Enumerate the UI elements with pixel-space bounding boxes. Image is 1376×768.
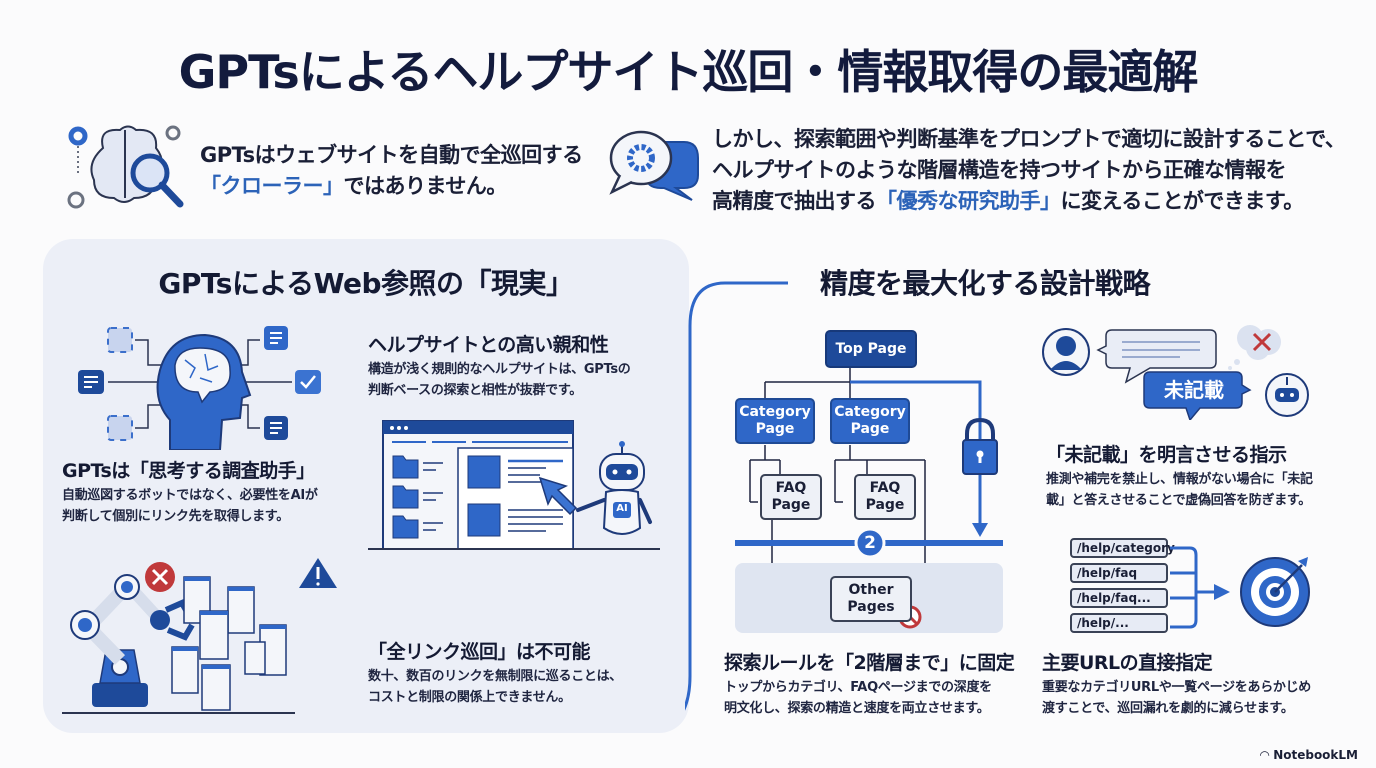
- placeholder-icon: [107, 327, 133, 353]
- brand-label: NotebookLM: [1273, 748, 1358, 762]
- browser-robot-illustration: [368, 420, 660, 550]
- unrecorded-body-2: 載」と答えさせることで虚偽回答を防ぎます。: [1046, 493, 1312, 508]
- gear-icon: [68, 126, 88, 146]
- connector-bracket: [685, 281, 788, 711]
- assistant-section: GPTsは「思考する調査助手」 自動巡図するボットではなく、必要性をAIが 判断…: [62, 456, 318, 527]
- depth-rule-heading: 探索ルールを「2階層まで」に固定: [724, 652, 1015, 674]
- robot-arm-icon: [70, 574, 195, 707]
- affinity-body-2: 判断ベースの探索と相性が抜群です。: [368, 383, 582, 398]
- notebooklm-brand: ◠NotebookLM: [1260, 748, 1358, 762]
- brain-search-icon: [67, 125, 184, 209]
- faq-page-node-2: FAQ Page: [854, 474, 916, 520]
- depth-rule-body-1: トップからカテゴリ、FAQページまでの深度を: [724, 680, 992, 695]
- direct-url-heading: 主要URLの直接指定: [1042, 652, 1213, 674]
- all-links-body-2: コストと制限の関係上できません。: [368, 690, 571, 705]
- reality-panel-title: GPTsによるWeb参照の「現実」: [158, 267, 574, 300]
- affinity-section: ヘルプサイトとの高い親和性 構造が浅く規則的なヘルプサイトは、GPTsの 判断ベ…: [368, 330, 631, 401]
- intro-right-text: しかし、探索範囲や判断基準をプロンプトで適切に設計することで、 ヘルプサイトのよ…: [712, 124, 1346, 217]
- depth-rule-section: 探索ルールを「2階層まで」に固定 トップからカテゴリ、FAQページまでの深度を …: [724, 648, 1015, 719]
- depth-rule-body-2: 明文化し、探索の精造と速度を両立させます。: [724, 701, 990, 716]
- robot-arm-illustration: [62, 558, 337, 714]
- intro-left-line1: GPTsはウェブサイトを自動で全巡回する: [200, 143, 583, 167]
- folder-icon: [392, 455, 419, 479]
- check-icon: [295, 370, 321, 394]
- top-page-node: Top Page: [825, 330, 917, 368]
- assistant-heading: GPTsは「思考する調査助手」: [62, 460, 315, 482]
- all-links-heading: 「全リンク巡回」は不可能: [368, 641, 591, 663]
- all-links-body-1: 数十、数百のリンクを無制限に巡ることは、: [368, 669, 623, 684]
- cross-icon: [1252, 332, 1272, 352]
- gear-icon: [67, 191, 85, 209]
- direct-url-body-2: 渡すことで、巡回漏れを劇的に減らせます。: [1042, 701, 1294, 716]
- thinking-head-illustration: [78, 326, 321, 450]
- robot-ai-badge: AI: [616, 503, 628, 514]
- all-links-section: 「全リンク巡回」は不可能 数十、数百のリンクを無制限に巡ることは、 コストと制限…: [368, 637, 622, 708]
- unrecorded-body-1: 推測や補完を禁止し、情報がない場合に「未記: [1046, 472, 1313, 487]
- folder-icon: [392, 515, 419, 539]
- cursor-icon: [538, 476, 578, 516]
- url-item: /help/...: [1070, 613, 1168, 633]
- placeholder-icon: [107, 415, 133, 441]
- notebooklm-logo-icon: ◠: [1259, 748, 1270, 762]
- answer-bubble: [1143, 371, 1252, 420]
- chat-gear-icon: [609, 130, 699, 201]
- linked-documents-icon: [171, 576, 287, 711]
- strategy-panel-title: 精度を最大化する設計戦略: [820, 267, 1151, 300]
- lock-icon: [962, 417, 998, 475]
- assistant-body-1: 自動巡図するボットではなく、必要性をAIが: [62, 488, 318, 503]
- category-page-node-1: Category Page: [735, 398, 815, 444]
- reality-panel: [43, 239, 689, 733]
- intro-right-line3-post: に変えることができます。: [1060, 189, 1305, 213]
- url-target-illustration: [1170, 546, 1310, 629]
- crawler-highlight: 「クローラー」: [200, 174, 344, 198]
- intro-right-line1: しかし、探索範囲や判断基準をプロンプトで適切に設計することで、: [712, 127, 1346, 151]
- direct-url-body-1: 重要なカテゴリURLや一覧ページをあらかじめ: [1042, 680, 1311, 695]
- brain-icon: [174, 347, 231, 404]
- unrecorded-bubble-label: 未記載: [1164, 378, 1224, 402]
- gear-icon: [165, 125, 181, 141]
- url-item: /help/faq: [1070, 563, 1168, 583]
- research-assistant-highlight: 「優秀な研究助手」: [876, 189, 1061, 213]
- intro-left-text: GPTsはウェブサイトを自動で全巡回する 「クローラー」ではありません。: [200, 140, 583, 202]
- page-title: GPTsによるヘルプサイト巡回・情報取得の最適解: [178, 45, 1199, 99]
- faq-page-node-1: FAQ Page: [760, 474, 822, 520]
- arrow-icon: [1214, 584, 1230, 600]
- direct-url-section: 主要URLの直接指定 重要なカテゴリURLや一覧ページをあらかじめ 渡すことで、…: [1042, 648, 1311, 719]
- depth-badge: 2: [864, 533, 876, 553]
- depth-badge-circle: [854, 527, 886, 559]
- folder-icon: [392, 485, 419, 509]
- url-item: /help/category: [1070, 538, 1175, 558]
- category-page-node-2: Category Page: [830, 398, 910, 444]
- affinity-heading: ヘルプサイトとの高い親和性: [368, 334, 609, 356]
- intro-left-line2: ではありません。: [343, 174, 508, 198]
- intro-right-line2: ヘルプサイトのような階層構造を持つサイトから正確な情報を: [712, 158, 1287, 182]
- robot-icon: [576, 441, 652, 535]
- unrecorded-section: 「未記載」を明言させる指示 推測や補完を禁止し、情報がない場合に「未記 載」と答…: [1046, 440, 1313, 511]
- unrecorded-chat-illustration: [1042, 325, 1309, 420]
- url-item: /help/faq...: [1070, 588, 1168, 608]
- target-icon: [1240, 557, 1310, 627]
- robot-icon: [1265, 373, 1309, 417]
- assistant-body-2: 判断して個別にリンク先を取得します。: [62, 509, 289, 524]
- other-pages-node: Other Pages: [830, 576, 912, 622]
- intro-right-line3-pre: 高精度で抽出する: [712, 189, 877, 213]
- affinity-body-1: 構造が浅く規則的なヘルプサイトは、GPTsの: [368, 362, 631, 377]
- user-question-icon: [1042, 328, 1090, 376]
- unrecorded-heading: 「未記載」を明言させる指示: [1046, 444, 1287, 466]
